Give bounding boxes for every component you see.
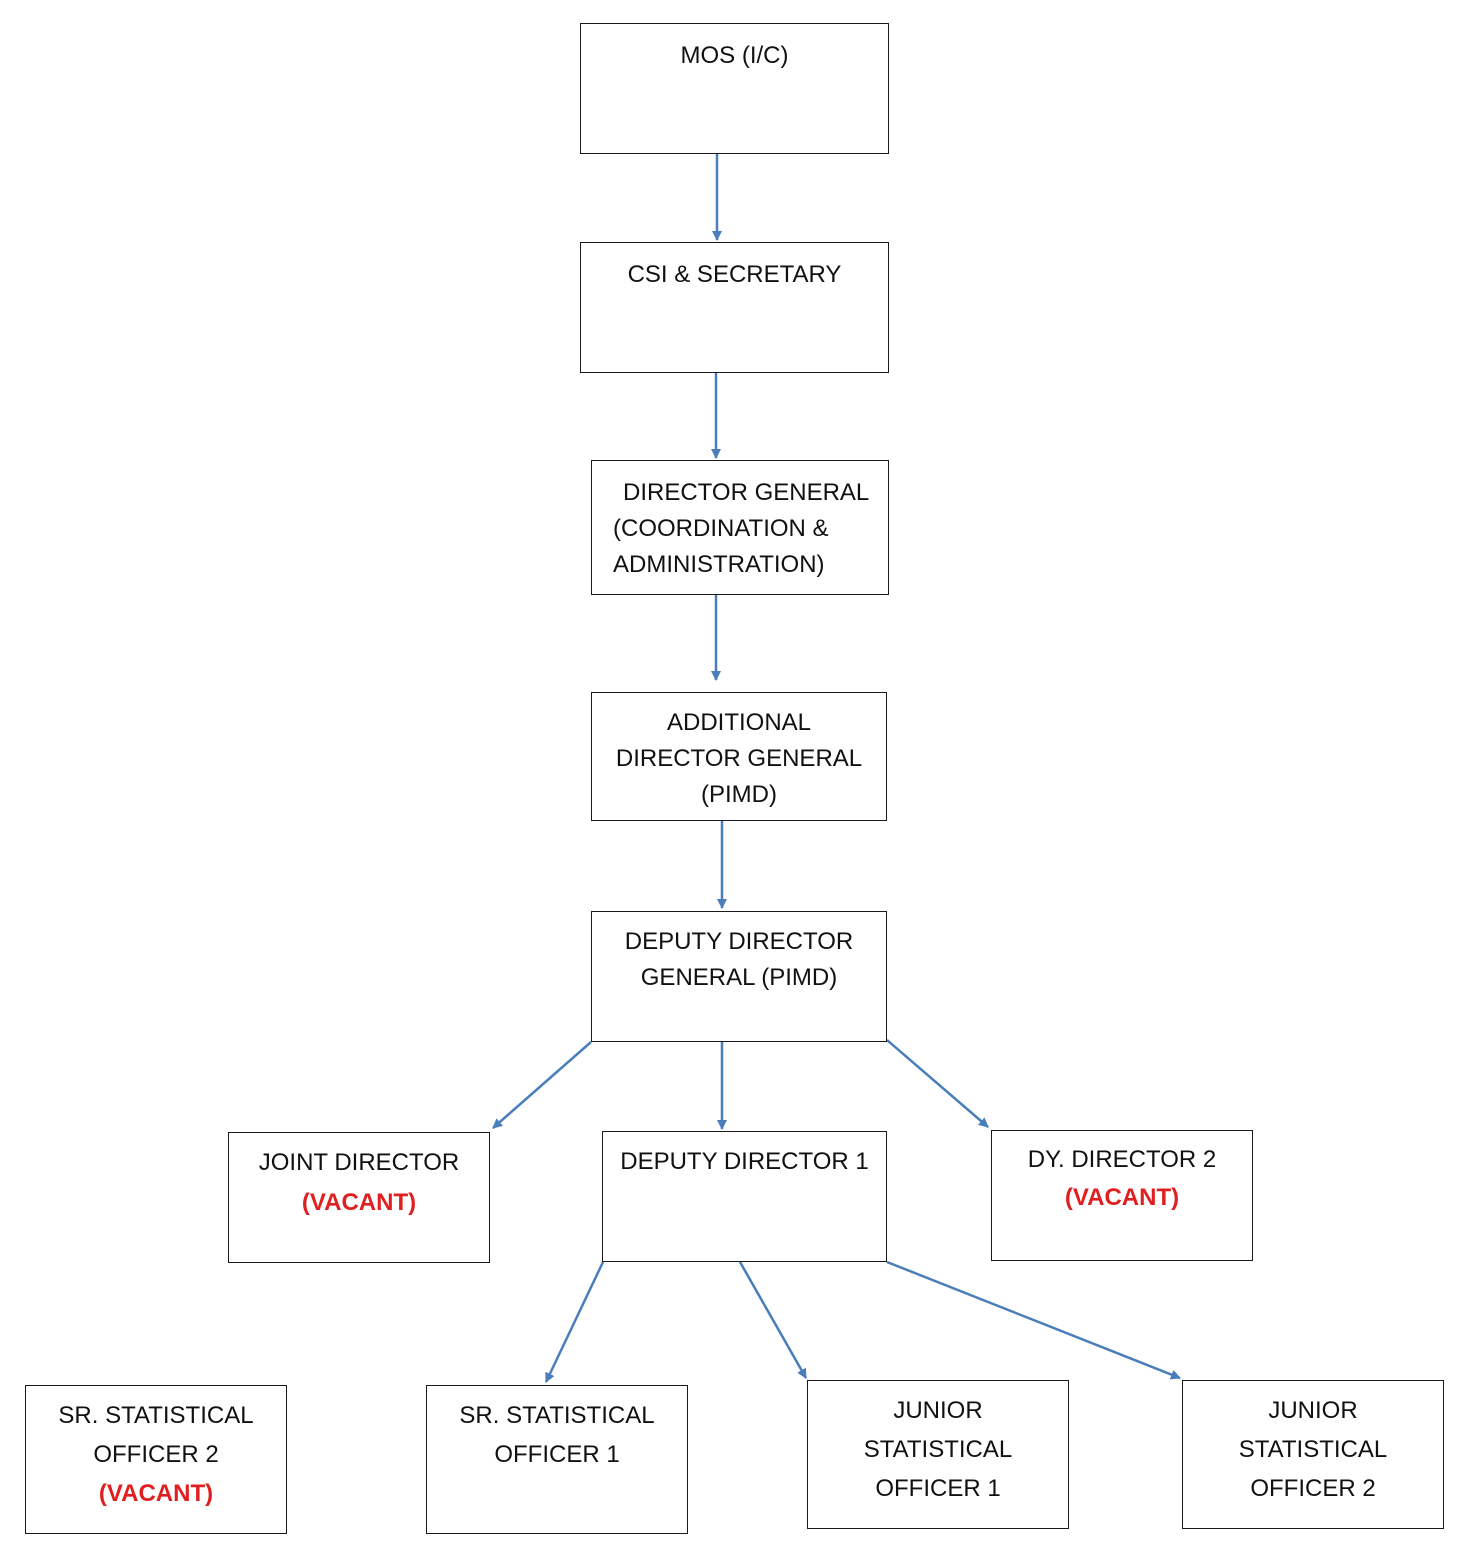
node-dg-title-line-3: ADMINISTRATION) bbox=[613, 551, 825, 578]
node-sr-statistical-officer-2: SR. STATISTICAL OFFICER 2 (VACANT) bbox=[25, 1385, 287, 1534]
node-deputy-director-general: DEPUTY DIRECTOR GENERAL (PIMD) bbox=[591, 911, 887, 1042]
node-sso2-vacant-status: (VACANT) bbox=[98, 1480, 214, 1507]
node-additional-director-general: ADDITIONAL DIRECTOR GENERAL (PIMD) bbox=[591, 692, 887, 821]
node-dg-title-line-2: (COORDINATION & bbox=[613, 515, 829, 542]
node-joint-director: JOINT DIRECTOR (VACANT) bbox=[228, 1132, 490, 1263]
node-mos-title-line: MOS (I/C) bbox=[680, 42, 789, 69]
node-jso2-title-line-3: OFFICER 2 bbox=[1250, 1475, 1376, 1502]
node-ddg-title-line-2: GENERAL (PIMD) bbox=[640, 964, 838, 991]
node-dd1-title-line: DEPUTY DIRECTOR 1 bbox=[620, 1148, 869, 1175]
node-sso1-title-line-2: OFFICER 1 bbox=[494, 1441, 620, 1468]
node-adg-title-line-3: (PIMD) bbox=[701, 781, 777, 808]
node-mos: MOS (I/C) bbox=[580, 23, 889, 154]
node-jd-title-line: JOINT DIRECTOR bbox=[258, 1149, 460, 1176]
connector-dd1-to-jso1 bbox=[738, 1261, 808, 1379]
node-junior-statistical-officer-2: JUNIOR STATISTICAL OFFICER 2 bbox=[1182, 1380, 1444, 1529]
node-jso1-title-line-1: JUNIOR bbox=[893, 1397, 983, 1424]
node-csi-secretary: CSI & SECRETARY bbox=[580, 242, 889, 373]
node-deputy-director-2: DY. DIRECTOR 2 (VACANT) bbox=[991, 1130, 1253, 1261]
node-jso2-title-line-2: STATISTICAL bbox=[1238, 1436, 1388, 1463]
node-sr-statistical-officer-1: SR. STATISTICAL OFFICER 1 bbox=[426, 1385, 688, 1534]
connector-ddg-to-dd2 bbox=[886, 1039, 989, 1128]
node-deputy-director-1: DEPUTY DIRECTOR 1 bbox=[602, 1131, 887, 1262]
node-jso1-title-line-2: STATISTICAL bbox=[863, 1436, 1013, 1463]
node-jso1-title-line-3: OFFICER 1 bbox=[875, 1475, 1001, 1502]
node-dg-title-line-1: DIRECTOR GENERAL bbox=[623, 479, 870, 506]
node-sso2-title-line-2: OFFICER 2 bbox=[93, 1441, 219, 1468]
node-csi-title-line: CSI & SECRETARY bbox=[627, 261, 842, 288]
node-director-general: DIRECTOR GENERAL (COORDINATION & ADMINIS… bbox=[591, 460, 889, 595]
node-sso2-title-line-1: SR. STATISTICAL bbox=[58, 1402, 254, 1429]
connector-dd1-to-sso1 bbox=[544, 1261, 605, 1383]
node-sso1-title-line-1: SR. STATISTICAL bbox=[459, 1402, 655, 1429]
node-jso2-title-line-1: JUNIOR bbox=[1268, 1397, 1358, 1424]
node-jd-vacant-status: (VACANT) bbox=[301, 1189, 417, 1216]
node-dd2-title-line: DY. DIRECTOR 2 bbox=[1027, 1146, 1217, 1173]
node-adg-title-line-2: DIRECTOR GENERAL bbox=[615, 745, 863, 772]
node-ddg-title-line-1: DEPUTY DIRECTOR bbox=[624, 928, 854, 955]
node-adg-title-line-1: ADDITIONAL bbox=[666, 709, 812, 736]
node-dd2-vacant-status: (VACANT) bbox=[1064, 1184, 1180, 1211]
node-junior-statistical-officer-1: JUNIOR STATISTICAL OFFICER 1 bbox=[807, 1380, 1069, 1529]
connector-ddg-to-jd bbox=[492, 1041, 592, 1129]
connector-dd1-to-jso2 bbox=[886, 1260, 1181, 1380]
